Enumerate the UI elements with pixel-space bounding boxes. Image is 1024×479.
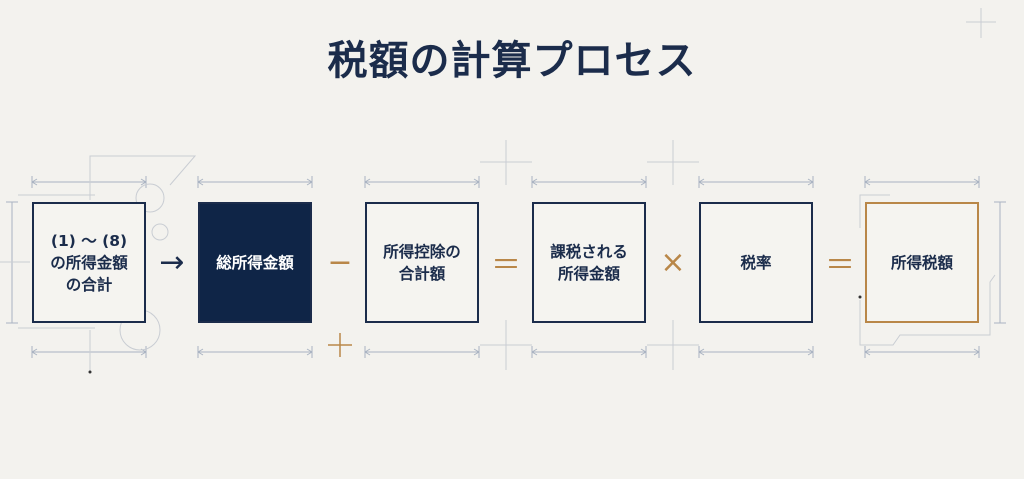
dimension-line <box>306 181 313 186</box>
dimension-line <box>807 181 814 186</box>
box-tax-rate: 税率 <box>699 202 813 323</box>
dimension-line <box>864 178 871 183</box>
box-label-line: の合計 <box>65 275 113 294</box>
box-label-line: 所得金額 <box>557 264 620 283</box>
dimension-line <box>531 351 538 356</box>
dimension-line <box>864 348 871 353</box>
dimension-line <box>640 178 647 183</box>
dimension-line <box>197 178 204 183</box>
dimension-line <box>473 181 480 186</box>
dimension-line <box>473 178 480 183</box>
dimension-line <box>698 181 705 186</box>
box-total-income: 総所得金額 <box>198 202 312 323</box>
dimension-line <box>807 178 814 183</box>
dimension-line <box>140 178 147 183</box>
arrow-right-icon: → <box>159 244 185 280</box>
dimension-line <box>197 351 204 356</box>
dimension-line <box>306 178 313 183</box>
dimension-line <box>807 348 814 353</box>
box-label-line: 合計額 <box>398 264 446 283</box>
dimension-line <box>973 351 980 356</box>
dimension-line <box>140 351 147 356</box>
multiply-operator: × <box>660 244 686 280</box>
dimension-line <box>31 348 38 353</box>
dimension-line <box>640 181 647 186</box>
dimension-line <box>31 351 38 356</box>
dimension-line <box>140 181 147 186</box>
dimension-line <box>531 178 538 183</box>
dimension-line <box>864 351 871 356</box>
dimension-line <box>364 348 371 353</box>
box-label-line: 課税される <box>550 242 628 261</box>
dimension-line <box>640 348 647 353</box>
dimension-line <box>973 181 980 186</box>
dimension-line <box>973 348 980 353</box>
box-label-line: の所得金額 <box>50 253 128 272</box>
dimension-line <box>364 178 371 183</box>
box-label-line: (1) ～ (8) <box>50 231 128 250</box>
dimension-line <box>640 351 647 356</box>
dimension-line <box>698 348 705 353</box>
dimension-line <box>698 351 705 356</box>
equals-operator: ＝ <box>491 248 521 283</box>
dimension-line <box>31 181 38 186</box>
equals-operator: ＝ <box>825 248 855 283</box>
box-taxable-income: 課税される所得金額 <box>532 202 646 323</box>
dimension-line <box>306 351 313 356</box>
dimension-line <box>698 178 705 183</box>
dimension-line <box>473 348 480 353</box>
dimension-line <box>197 181 204 186</box>
dimension-line <box>973 178 980 183</box>
dimension-line <box>197 348 204 353</box>
box-label: 所得税額 <box>890 253 953 272</box>
dimension-line <box>306 348 313 353</box>
page-title: 税額の計算プロセス <box>327 37 697 84</box>
minus-operator: − <box>327 244 353 280</box>
dimension-line <box>473 351 480 356</box>
box-label-line: 所得控除の <box>383 242 461 261</box>
box-sum-of-incomes: (1) ～ (8) の所得金額の合計 <box>32 202 146 323</box>
box-label: 税率 <box>740 253 772 272</box>
dimension-line <box>364 181 371 186</box>
dimension-line <box>364 351 371 356</box>
dimension-line <box>864 181 871 186</box>
dimension-line <box>807 351 814 356</box>
box-deductions: 所得控除の合計額 <box>365 202 479 323</box>
dimension-line <box>531 348 538 353</box>
box-income-tax: 所得税額 <box>865 202 979 323</box>
box-label: 総所得金額 <box>216 253 294 272</box>
dimension-line <box>31 178 38 183</box>
dimension-line <box>531 181 538 186</box>
